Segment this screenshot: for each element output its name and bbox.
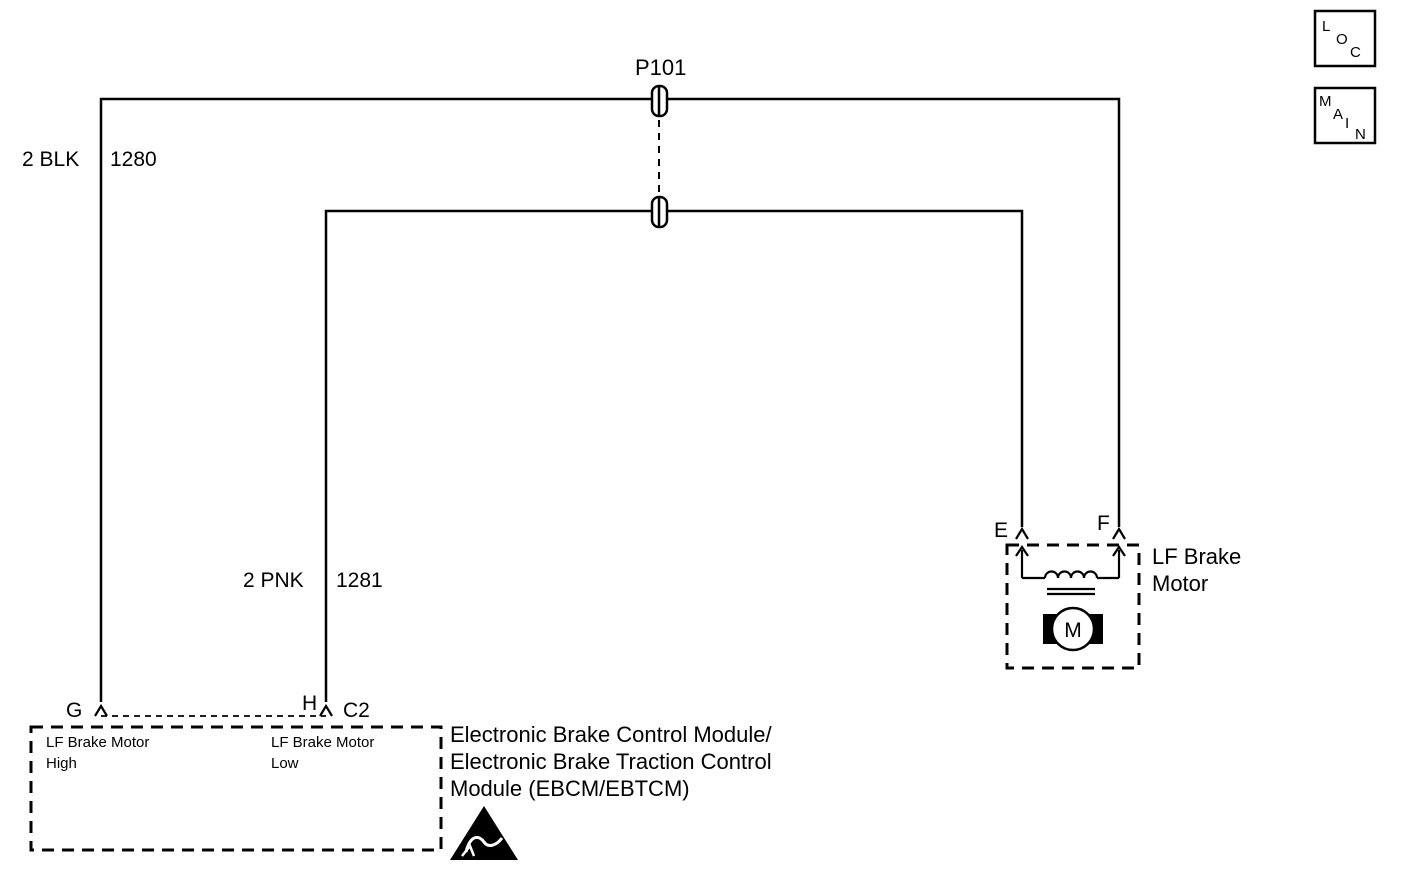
ebcm-module-box (29, 725, 443, 852)
wire-pnk-1281 (324, 209, 1024, 702)
p101-label: P101 (635, 55, 686, 80)
pin-f-terminal (1112, 526, 1126, 540)
p101-lower-terminal (650, 195, 669, 229)
motor-name-line2: Motor (1152, 571, 1208, 596)
main-letter-a: A (1333, 106, 1343, 123)
main-button[interactable]: M A I N (1313, 86, 1377, 145)
pin-e-label: E (994, 519, 1008, 542)
wire-blk-color-label: 2 BLK (22, 148, 79, 171)
connector-c2-label: C2 (343, 699, 370, 722)
pin-f-label: F (1097, 512, 1110, 535)
pin-h-terminal (319, 703, 333, 717)
wire-blk-circuit-label: 1280 (110, 148, 157, 171)
p101-upper-terminal (650, 84, 669, 118)
motor-symbol-letter: M (1064, 619, 1082, 642)
pin-h-label: H (302, 692, 317, 715)
motor-name-line1: LF Brake (1152, 544, 1241, 569)
main-letter-i: I (1345, 115, 1349, 132)
wire-pnk-color-label: 2 PNK (243, 569, 304, 592)
motor-symbol: M (1043, 606, 1103, 652)
pin-g-label: G (66, 699, 82, 722)
ebcm-name-line3: Module (EBCM/EBTCM) (450, 776, 690, 801)
pin-g-terminal (94, 703, 108, 717)
pin-g-desc-line2: High (46, 755, 77, 772)
loc-letter-o: O (1336, 31, 1348, 48)
main-letter-m: M (1319, 93, 1332, 110)
pin-h-desc-line2: Low (271, 755, 299, 772)
pin-g-desc-line1: LF Brake Motor (46, 734, 149, 751)
ebcm-name-line2: Electronic Brake Traction Control (450, 749, 772, 774)
main-letter-n: N (1355, 126, 1366, 143)
motor-internal-circuit (1015, 545, 1126, 596)
wire-pnk-circuit-label: 1281 (336, 569, 383, 592)
esd-warning-icon (450, 806, 518, 860)
ebcm-name-line1: Electronic Brake Control Module/ (450, 722, 772, 747)
pin-e-terminal (1015, 526, 1029, 540)
wire-blk-1280 (99, 97, 1121, 702)
motor-component-box (1005, 543, 1141, 670)
loc-button[interactable]: L O C (1313, 9, 1377, 68)
pin-h-desc-line1: LF Brake Motor (271, 734, 374, 751)
loc-letter-c: C (1350, 44, 1361, 61)
loc-letter-l: L (1322, 18, 1330, 35)
